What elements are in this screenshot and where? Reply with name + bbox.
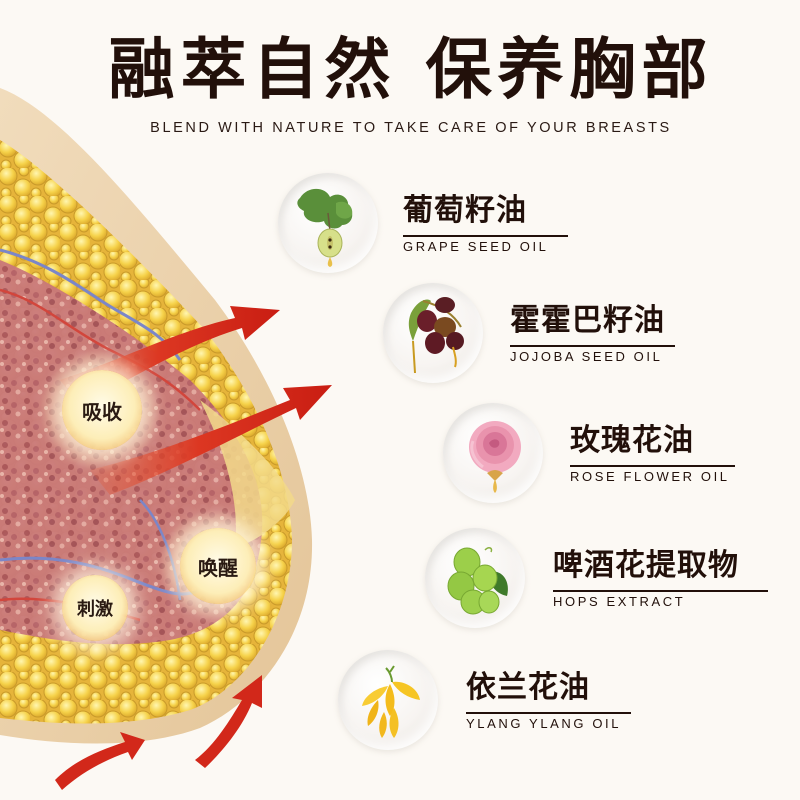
ylang-flower-icon (338, 650, 438, 750)
breast-anatomy-illustration: 吸收 唤醒 刺激 (0, 0, 360, 800)
page-title: 融萃自然 保养胸部 (108, 31, 714, 108)
hops-icon (425, 528, 525, 628)
rose-icon (443, 403, 543, 503)
ingredient-en-name: YLANG YLANG OIL (466, 716, 622, 731)
divider-line (510, 345, 675, 347)
stimulate-label: 刺激 (62, 575, 128, 641)
ingredient-cn-name: 啤酒花提取物 (553, 548, 739, 583)
grape-leaf-icon (278, 173, 378, 273)
absorb-label: 吸收 (62, 370, 142, 450)
ingredient-en-name: GRAPE SEED OIL (403, 239, 549, 254)
ingredient-en-name: HOPS EXTRACT (553, 594, 686, 609)
divider-line (403, 235, 568, 237)
ingredient-cn-name: 霍霍巴籽油 (510, 303, 665, 338)
ingredient-cn-name: 玫瑰花油 (570, 423, 694, 458)
divider-line (553, 590, 768, 592)
ingredient-en-name: ROSE FLOWER OIL (570, 469, 730, 484)
ingredient-cn-name: 葡萄籽油 (403, 193, 527, 228)
divider-line (570, 465, 735, 467)
divider-line (466, 712, 631, 714)
awaken-label: 唤醒 (180, 528, 256, 604)
page-subtitle: BLEND WITH NATURE TO TAKE CARE OF YOUR B… (150, 120, 672, 136)
jojoba-berries-icon (383, 283, 483, 383)
ingredient-cn-name: 依兰花油 (466, 670, 590, 705)
ingredient-en-name: JOJOBA SEED OIL (510, 349, 663, 364)
